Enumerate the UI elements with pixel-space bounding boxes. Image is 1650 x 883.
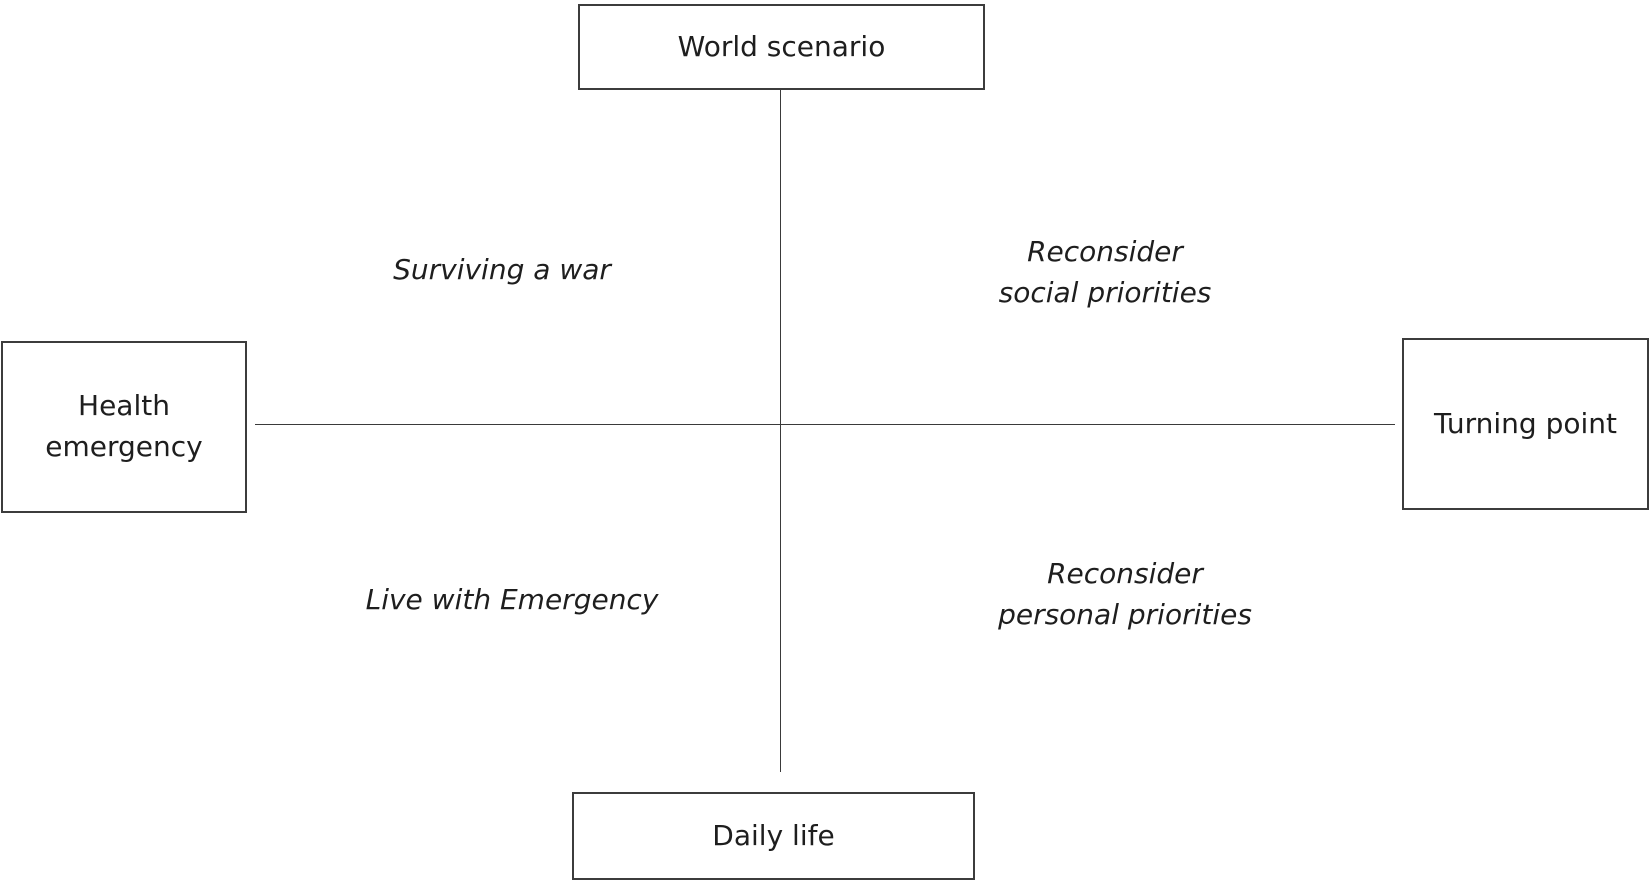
pole-label-daily-life: Daily life	[712, 818, 835, 852]
quadrant-text-bottom-right-line2: personal priorities	[998, 597, 1252, 631]
pole-label-health-emergency: Health emergency	[45, 386, 202, 467]
quadrant-text-top-right-line1: Reconsider	[1027, 235, 1183, 268]
pole-box-health-emergency: Health emergency	[1, 341, 247, 513]
pole-label-world-scenario: World scenario	[677, 29, 886, 63]
quadrant-text-bottom-right-line1: Reconsider	[1047, 557, 1203, 590]
quadrant-text-top-right-line2: social priorities	[998, 275, 1212, 309]
vertical-axis-line	[780, 90, 781, 772]
pole-label-turning-point: Turning point	[1434, 406, 1617, 440]
quadrant-text-top-left: Surviving a war	[393, 253, 611, 286]
pole-box-daily-life: Daily life	[572, 792, 975, 880]
pole-label-health-emergency-line1: Health	[78, 389, 170, 423]
pole-label-health-emergency-line2: emergency	[45, 430, 203, 463]
quadrant-text-bottom-left: Live with Emergency	[365, 583, 659, 616]
pole-box-turning-point: Turning point	[1402, 338, 1649, 510]
quadrant-label-surviving-a-war: Surviving a war	[393, 250, 611, 291]
quadrant-label-reconsider-personal-priorities: Reconsider personal priorities	[998, 554, 1252, 635]
quadrant-label-live-with-emergency: Live with Emergency	[366, 580, 659, 621]
pole-box-world-scenario: World scenario	[578, 4, 985, 90]
quadrant-label-reconsider-social-priorities: Reconsider social priorities	[999, 232, 1212, 313]
horizontal-axis-line	[255, 424, 1395, 425]
